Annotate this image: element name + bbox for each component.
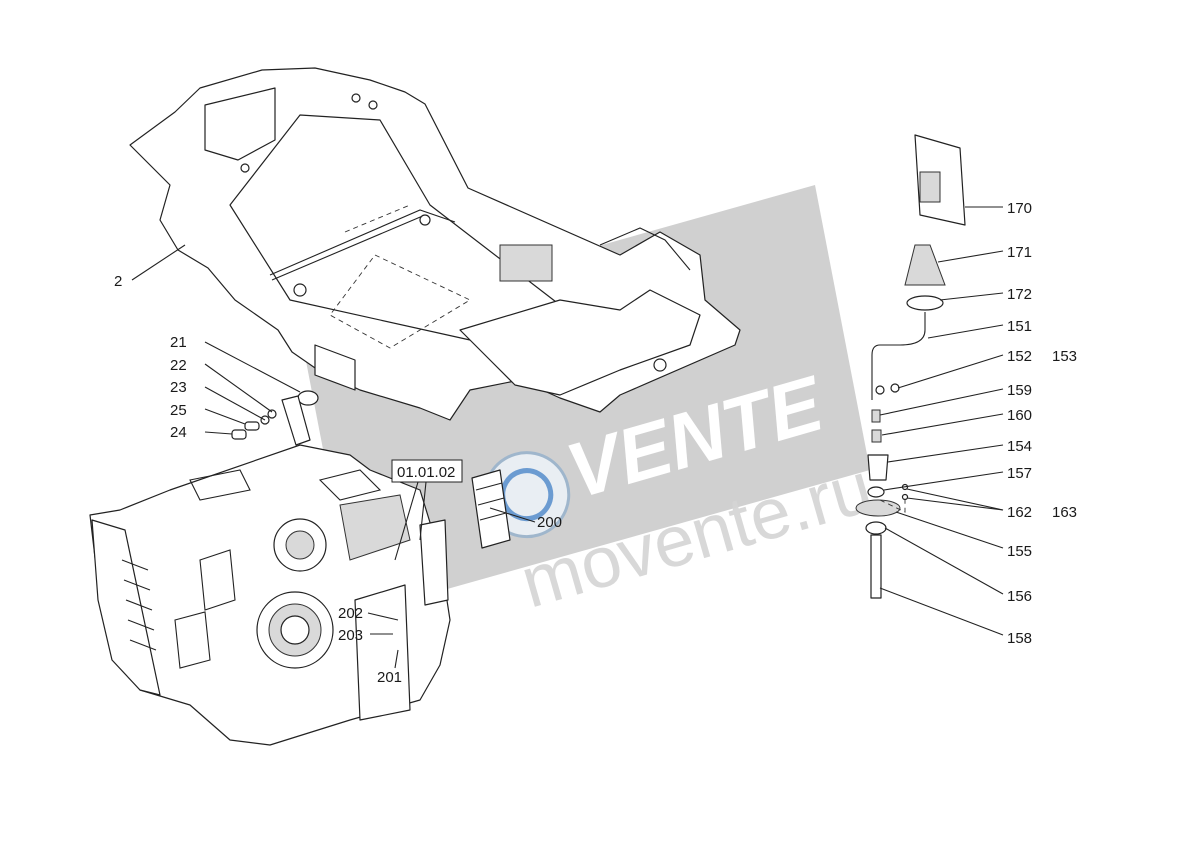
engine-assembly-drawing (89, 444, 451, 746)
callout-158: 158 (1007, 630, 1032, 647)
callout-154: 154 (1007, 438, 1032, 455)
callout-171: 171 (1007, 244, 1032, 261)
callout-153: 153 (1052, 348, 1077, 365)
callout-22: 22 (170, 357, 187, 374)
main-frame-drawing (129, 67, 741, 421)
callout-200: 200 (537, 514, 562, 531)
callout-201: 201 (377, 669, 402, 686)
joystick-assembly-drawing (855, 134, 966, 599)
group-ref-box (391, 459, 463, 483)
callout-labels: 2 21 22 23 25 24 01.01.02 200 202 203 20… (114, 200, 1077, 686)
callout-160: 160 (1007, 407, 1032, 424)
callout-21: 21 (170, 334, 187, 351)
callout-156: 156 (1007, 588, 1032, 605)
battery-box (499, 244, 553, 282)
callout-151: 151 (1007, 318, 1032, 335)
callout-23: 23 (170, 379, 187, 396)
callout-group-ref: 01.01.02 (397, 464, 455, 481)
callout-25: 25 (170, 402, 187, 419)
seal-ring-172 (906, 295, 944, 311)
shaft-158 (870, 534, 882, 599)
callout-2: 2 (114, 273, 122, 290)
joystick-lever-151 (871, 312, 926, 400)
callout-159: 159 (1007, 382, 1032, 399)
callout-202: 202 (338, 605, 363, 622)
callout-24: 24 (170, 424, 187, 441)
leader-lines (131, 206, 1004, 669)
callout-155: 155 (1007, 543, 1032, 560)
control-module-200 (471, 469, 511, 549)
small-parts-drawing (231, 390, 319, 446)
callout-157: 157 (1007, 465, 1032, 482)
callout-172: 172 (1007, 286, 1032, 303)
callout-152: 152 (1007, 348, 1032, 365)
callout-162: 162 (1007, 504, 1032, 521)
callout-203: 203 (338, 627, 363, 644)
callout-170: 170 (1007, 200, 1032, 217)
callout-163: 163 (1052, 504, 1077, 521)
joystick-boot-171 (904, 244, 946, 286)
